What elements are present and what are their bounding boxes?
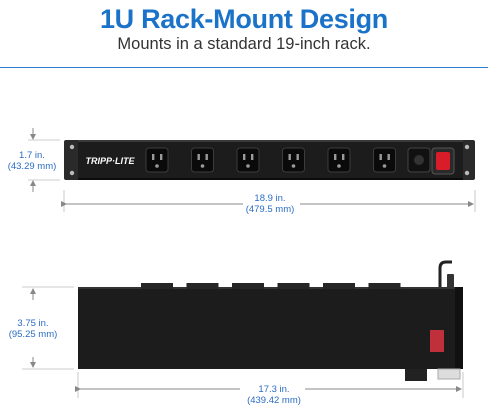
outlet-1 xyxy=(145,147,169,173)
mount-hole xyxy=(69,170,75,176)
circuit-breaker-icon xyxy=(414,155,424,165)
bracket xyxy=(437,368,461,380)
front-height-label: 1.7 in. (43.29 mm) xyxy=(2,150,62,172)
front-width-label: 18.9 in. (479.5 mm) xyxy=(232,193,308,215)
mount-hole xyxy=(69,144,75,150)
outlet-5 xyxy=(327,147,351,173)
outlet-housing-4 xyxy=(277,283,310,289)
mount-hole xyxy=(464,144,470,150)
front-height-in: 1.7 in. xyxy=(19,150,45,161)
power-cord xyxy=(438,260,452,287)
side-height-label: 3.75 in. (95.25 mm) xyxy=(2,318,64,340)
divider xyxy=(0,67,488,68)
page-title: 1U Rack-Mount Design xyxy=(99,4,389,34)
side-body xyxy=(78,287,463,369)
side-switch xyxy=(430,330,444,352)
left-rack-ear xyxy=(64,140,82,180)
outlet-housing-5 xyxy=(323,283,355,289)
front-view: TRIPP·LITE xyxy=(28,128,476,212)
side-depth-mm: (439.42 mm) xyxy=(247,395,301,406)
brand-logo: TRIPP·LITE xyxy=(86,156,136,166)
outlet-6 xyxy=(373,147,396,173)
power-switch-rocker xyxy=(436,152,450,170)
outlet-housing-3 xyxy=(232,283,264,289)
side-height-in: 3.75 in. xyxy=(17,318,49,329)
front-panel xyxy=(78,140,463,180)
side-view xyxy=(22,260,464,398)
front-height-mm: (43.29 mm) xyxy=(7,161,57,172)
front-width-mm: (479.5 mm) xyxy=(245,204,295,215)
page-subtitle: Mounts in a standard 19-inch rack. xyxy=(117,35,371,53)
side-depth-in: 17.3 in. xyxy=(258,384,290,395)
outlet-2 xyxy=(191,147,214,173)
outlet-housing-1 xyxy=(141,283,173,289)
mount-hole xyxy=(464,170,470,176)
side-height-mm: (95.25 mm) xyxy=(8,329,58,340)
outlet-housing-2 xyxy=(186,283,219,289)
foot xyxy=(405,369,427,381)
side-depth-label: 17.3 in. (439.42 mm) xyxy=(232,384,316,406)
outlet-4 xyxy=(282,147,305,173)
front-width-in: 18.9 in. xyxy=(254,193,286,204)
outlet-housing-6 xyxy=(368,283,401,289)
outlet-3 xyxy=(236,147,260,173)
